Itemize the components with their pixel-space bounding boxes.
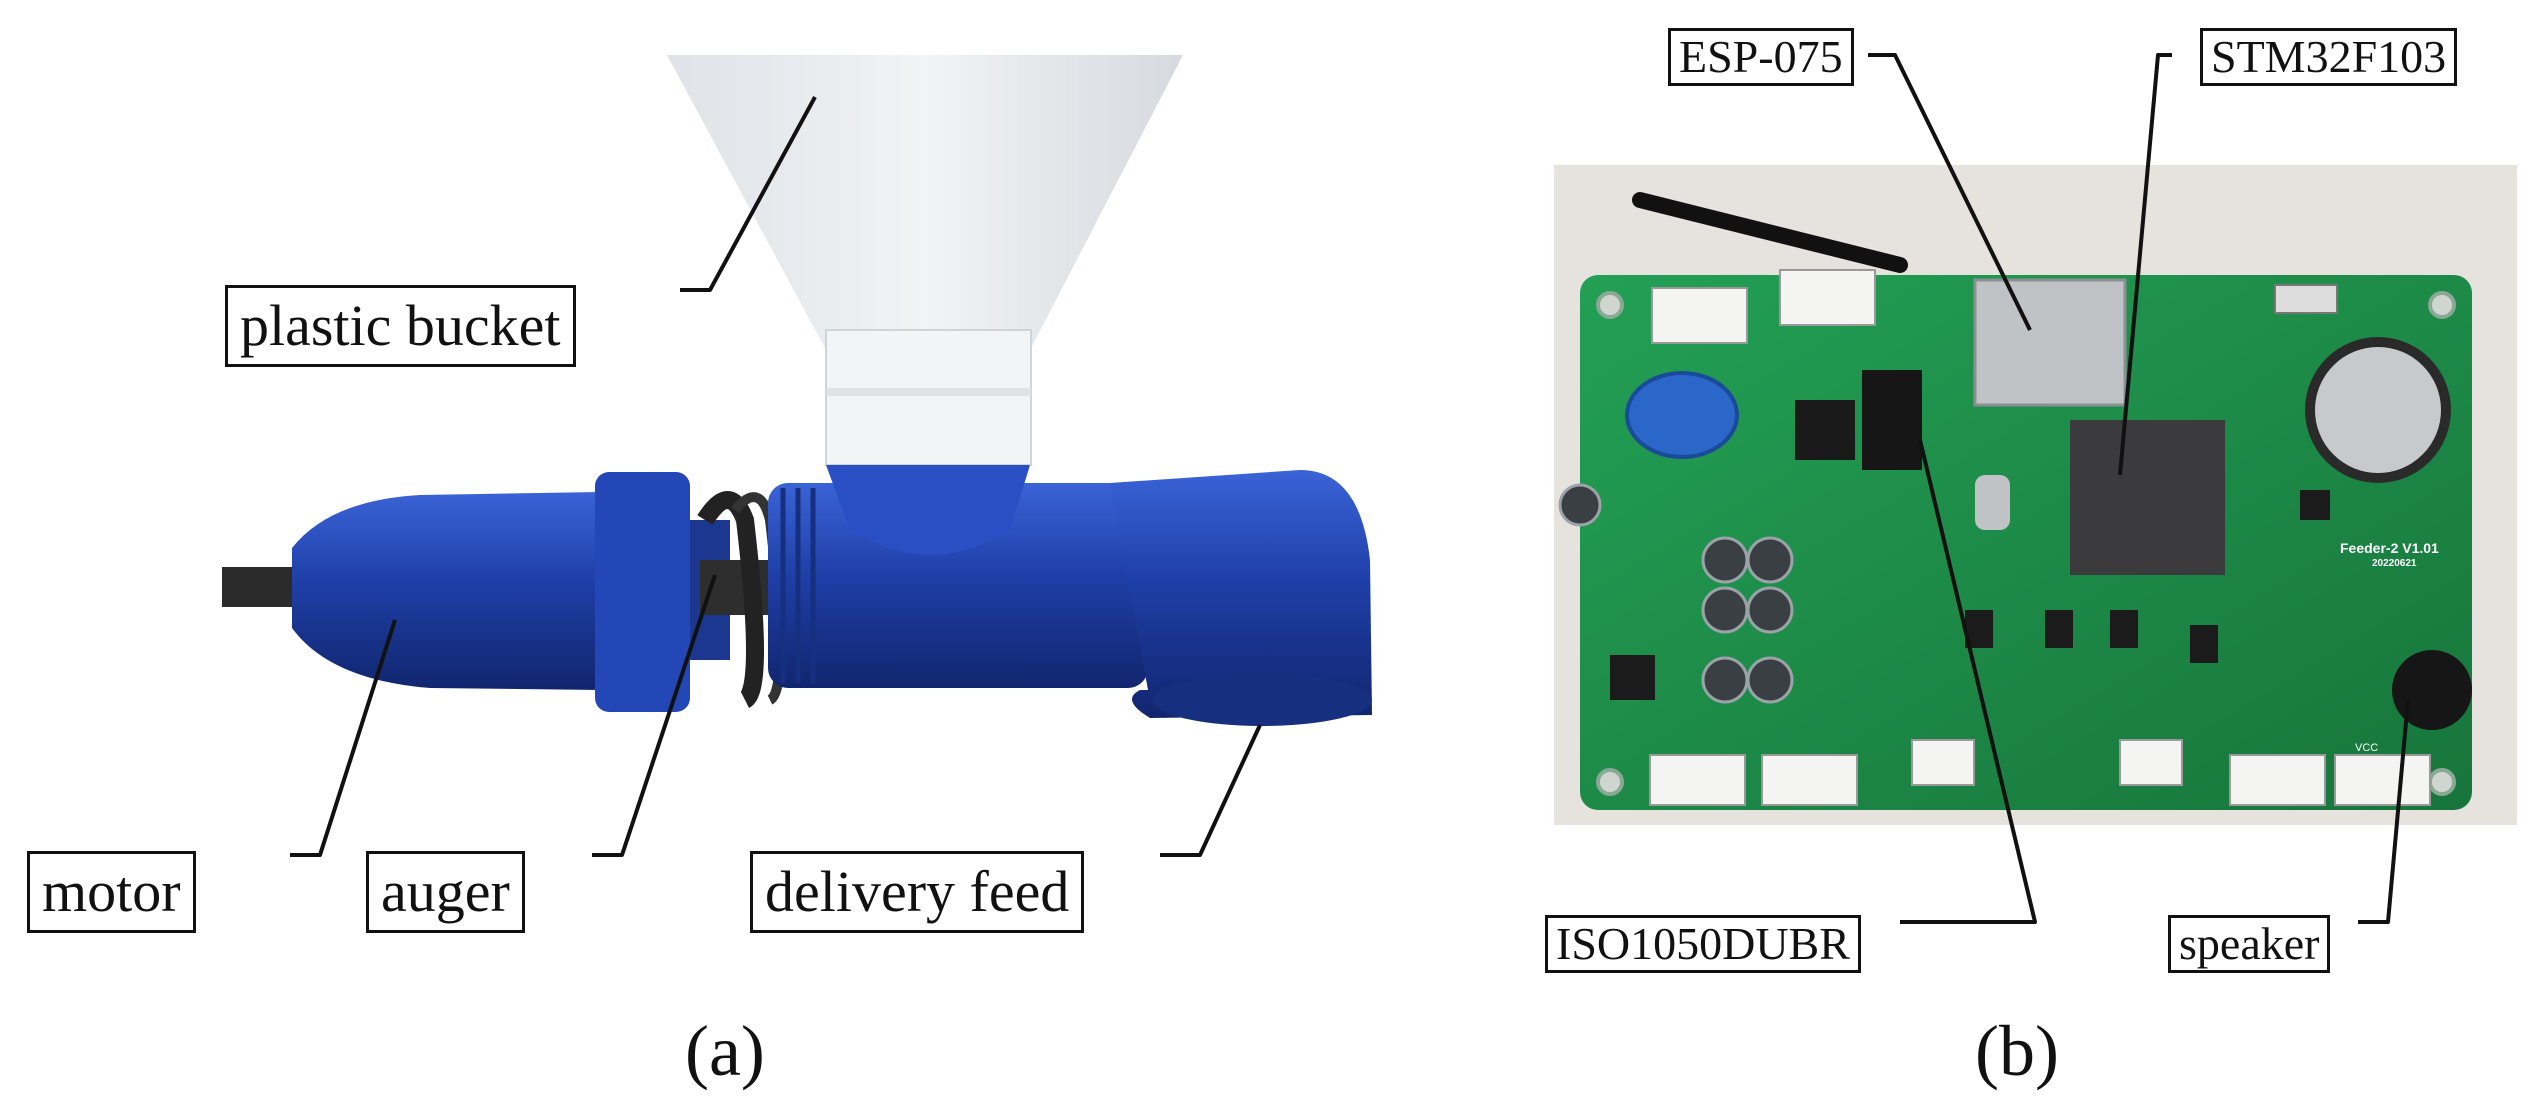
caption-b: (b) — [1975, 1011, 2059, 1091]
pcb-photo — [1554, 165, 2517, 825]
vcc-silkscreen: VCC — [2355, 742, 2379, 754]
label-auger: auger — [366, 851, 525, 933]
label-plastic-bucket: plastic bucket — [225, 285, 576, 367]
label-iso1050dubr: ISO1050DUBR — [1545, 915, 1861, 973]
board-name-silkscreen: Feeder-2 V1.01 — [2340, 540, 2439, 556]
leader-lines-b — [1868, 53, 2410, 924]
coin-cell-battery — [2305, 337, 2451, 483]
tube-threads — [780, 488, 816, 683]
buzzer — [2392, 650, 2472, 730]
label-delivery-feed: delivery feed — [750, 851, 1085, 933]
esp-module — [1973, 278, 2127, 407]
bucket-neck — [825, 329, 1032, 466]
board-date-silkscreen: 20220621 — [2372, 558, 2417, 569]
motor-body — [292, 492, 600, 690]
label-motor: motor — [27, 851, 196, 933]
motor-shaft — [222, 567, 297, 607]
delivery-feed-elbow — [1110, 470, 1372, 718]
stm32-chip — [2070, 420, 2225, 575]
iso-chip — [1862, 370, 1922, 470]
auger-feeder-photo — [222, 55, 1372, 726]
label-stm32f103: STM32F103 — [2200, 28, 2458, 86]
antenna — [1632, 192, 1908, 273]
plastic-bucket — [667, 55, 1183, 350]
leader-lines-a — [290, 96, 1262, 857]
caption-a: (a) — [685, 1011, 765, 1091]
label-speaker: speaker — [2168, 915, 2331, 973]
motor-collar — [595, 472, 690, 712]
label-esp-075: ESP-075 — [1668, 28, 1854, 86]
